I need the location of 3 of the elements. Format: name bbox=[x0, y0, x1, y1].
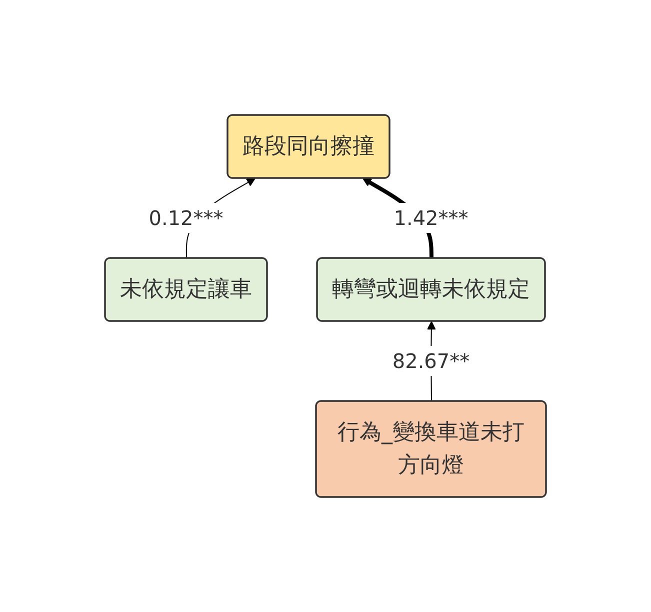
edge-label: 0.12*** bbox=[148, 206, 224, 230]
edge-label: 1.42*** bbox=[394, 206, 468, 230]
edge-label: 82.67** bbox=[392, 349, 470, 373]
